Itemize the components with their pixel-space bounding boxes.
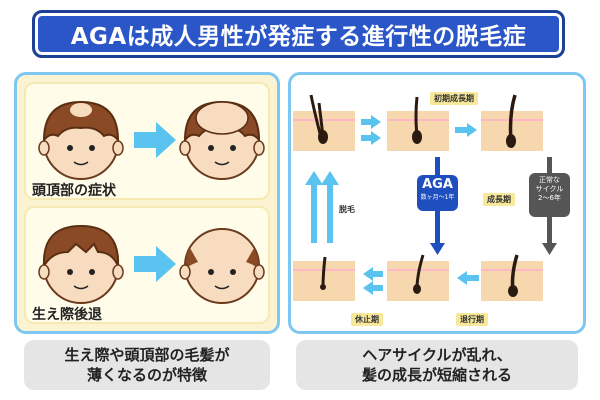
aga-title: AGA bbox=[422, 177, 453, 192]
head-before-icon bbox=[38, 100, 124, 180]
hairline-illustration bbox=[38, 224, 265, 304]
normal-title-1: 正常な bbox=[539, 176, 560, 184]
crown-illustration bbox=[38, 100, 265, 180]
page-title: AGAは成人男性が発症する進行性の脱毛症 bbox=[70, 24, 527, 50]
arrow-up-icon bbox=[305, 171, 339, 243]
title-banner: AGAは成人男性が発症する進行性の脱毛症 bbox=[32, 10, 565, 58]
stage-growth-label: 成長期 bbox=[483, 193, 515, 206]
stage-shedding-label: 脱毛 bbox=[336, 203, 358, 216]
stage-rest-label: 休止期 bbox=[351, 313, 383, 326]
skin-growth-1 bbox=[387, 96, 449, 151]
symptoms-caption-line1: 生え際や頭頂部の毛髪が bbox=[64, 346, 230, 364]
cycle-caption-line2: 髪の成長が短縮される bbox=[361, 366, 512, 384]
arrow-right-icon bbox=[361, 115, 477, 145]
crown-symptom-label: 頭頂部の症状 bbox=[32, 183, 116, 199]
symptoms-caption: 生え際や頭頂部の毛髪が 薄くなるのが特徴 bbox=[24, 340, 270, 390]
normal-box-text: 正常な サイクル 2～6年 bbox=[529, 176, 570, 203]
head-after-icon bbox=[179, 100, 265, 180]
skin-regression-2 bbox=[481, 254, 543, 301]
crown-symptom-card: 頭頂部の症状 bbox=[24, 82, 270, 200]
normal-duration: 2～6年 bbox=[538, 194, 561, 202]
stage-early-growth-label: 初期成長期 bbox=[430, 92, 478, 105]
head-before-icon bbox=[38, 224, 124, 304]
skin-early-growth bbox=[293, 94, 355, 151]
skin-growth-2 bbox=[481, 94, 543, 151]
arrow-right-icon bbox=[134, 122, 176, 158]
cycle-caption-line1: ヘアサイクルが乱れ、 bbox=[362, 346, 512, 364]
arrow-right-icon bbox=[134, 246, 176, 282]
arrow-left-icon bbox=[363, 267, 479, 295]
cycle-caption: ヘアサイクルが乱れ、 髪の成長が短縮される bbox=[296, 340, 578, 390]
normal-title-2: サイクル bbox=[535, 185, 564, 193]
aga-duration: 数ヶ月～1年 bbox=[420, 194, 455, 201]
skin-regression-1 bbox=[387, 254, 449, 301]
symptoms-caption-line2: 薄くなるのが特徴 bbox=[86, 366, 207, 384]
normal-cycle-box bbox=[529, 173, 570, 217]
hairline-symptom-card: 生え際後退 bbox=[24, 206, 270, 324]
head-after-icon bbox=[179, 228, 265, 304]
hairline-symptom-label: 生え際後退 bbox=[32, 307, 102, 323]
aga-box-text: AGA 数ヶ月～1年 bbox=[417, 177, 458, 203]
stage-regression-label: 退行期 bbox=[456, 313, 488, 326]
hair-cycle-diagram bbox=[293, 94, 570, 301]
skin-rest bbox=[293, 256, 355, 301]
aga-box bbox=[417, 175, 458, 211]
